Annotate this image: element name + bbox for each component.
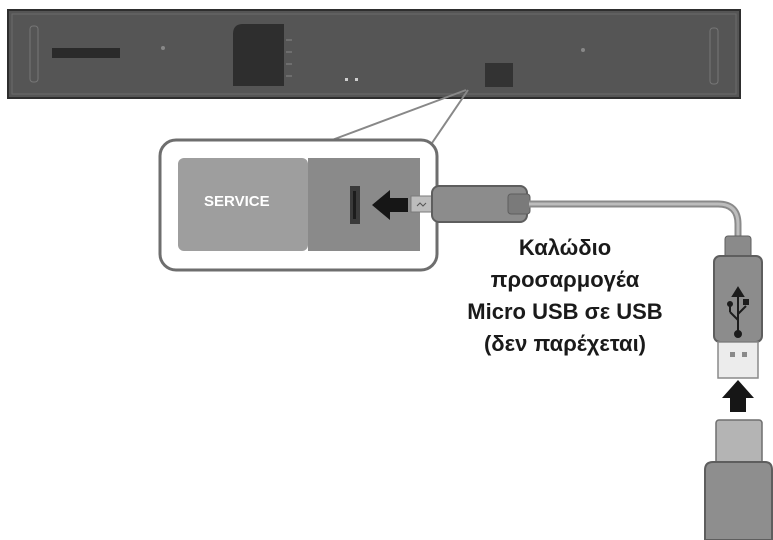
- service-panel: [178, 158, 308, 251]
- soundbar-service-port: [485, 63, 513, 87]
- usb-a-plug: [713, 235, 763, 379]
- cable-caption-line-4: (δεν παρέχεται): [483, 331, 647, 356]
- zoom-callout: SERVICE: [158, 138, 439, 272]
- usb-storage-device: [704, 419, 773, 540]
- cable-caption-line-1: Καλώδιο: [518, 235, 612, 260]
- micro-usb-plug: [431, 185, 531, 223]
- service-port-label: SERVICE: [204, 193, 270, 210]
- cable-caption-line-2: προσαρμογέα: [490, 267, 640, 292]
- usb-symbol-icon: [727, 286, 749, 338]
- soundbar: [7, 9, 741, 99]
- cable-caption: Καλώδιο προσαρμογέα Micro USB σε USB (δε…: [440, 232, 690, 360]
- insert-arrow-up: [722, 380, 754, 412]
- micro-usb-tip: [410, 195, 434, 213]
- usb-a-connector: [717, 341, 759, 379]
- rear-panel-recess: [233, 24, 284, 86]
- cable-caption-line-3: Micro USB σε USB: [467, 299, 663, 324]
- soundbar-display: [52, 48, 120, 58]
- callout-lines: [331, 89, 469, 144]
- insert-arrow-left: [372, 190, 408, 220]
